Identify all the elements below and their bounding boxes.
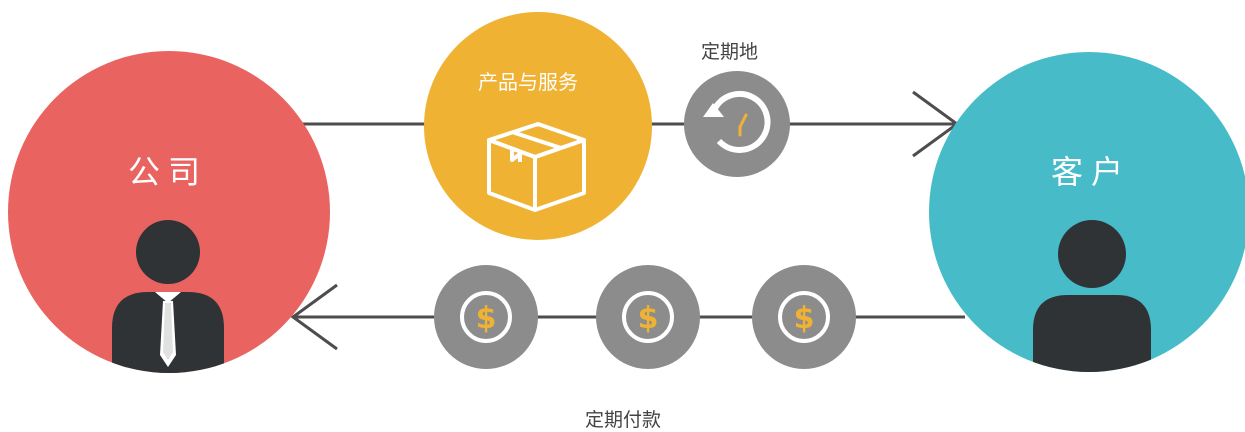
svg-text:$: $ [794, 301, 815, 336]
payment-coin-3: $ [752, 265, 856, 369]
dollar-coin-icon [778, 291, 830, 343]
company-label: 公司 [128, 153, 209, 191]
arrow-head-left [290, 283, 338, 351]
svg-text:$: $ [476, 301, 497, 336]
box-icon [487, 122, 586, 212]
businessman-icon [112, 220, 224, 373]
payment-label: 定期付款 [585, 409, 662, 431]
customer-node [929, 52, 1245, 372]
recurring-label: 定期地 [701, 41, 759, 63]
payment-coin-2: $ [596, 265, 700, 369]
refresh-clock-icon [703, 90, 771, 153]
payment-coin-1: $ [434, 265, 538, 369]
recurring-node [684, 71, 790, 177]
customer-label: 客户 [1051, 153, 1132, 191]
person-icon [1033, 220, 1151, 372]
product-node [424, 12, 652, 240]
company-node [8, 51, 330, 373]
product-label: 产品与服务 [478, 70, 578, 94]
svg-text:$: $ [638, 301, 659, 336]
dollar-coin-icon [460, 291, 512, 343]
dollar-coin-icon [622, 291, 674, 343]
